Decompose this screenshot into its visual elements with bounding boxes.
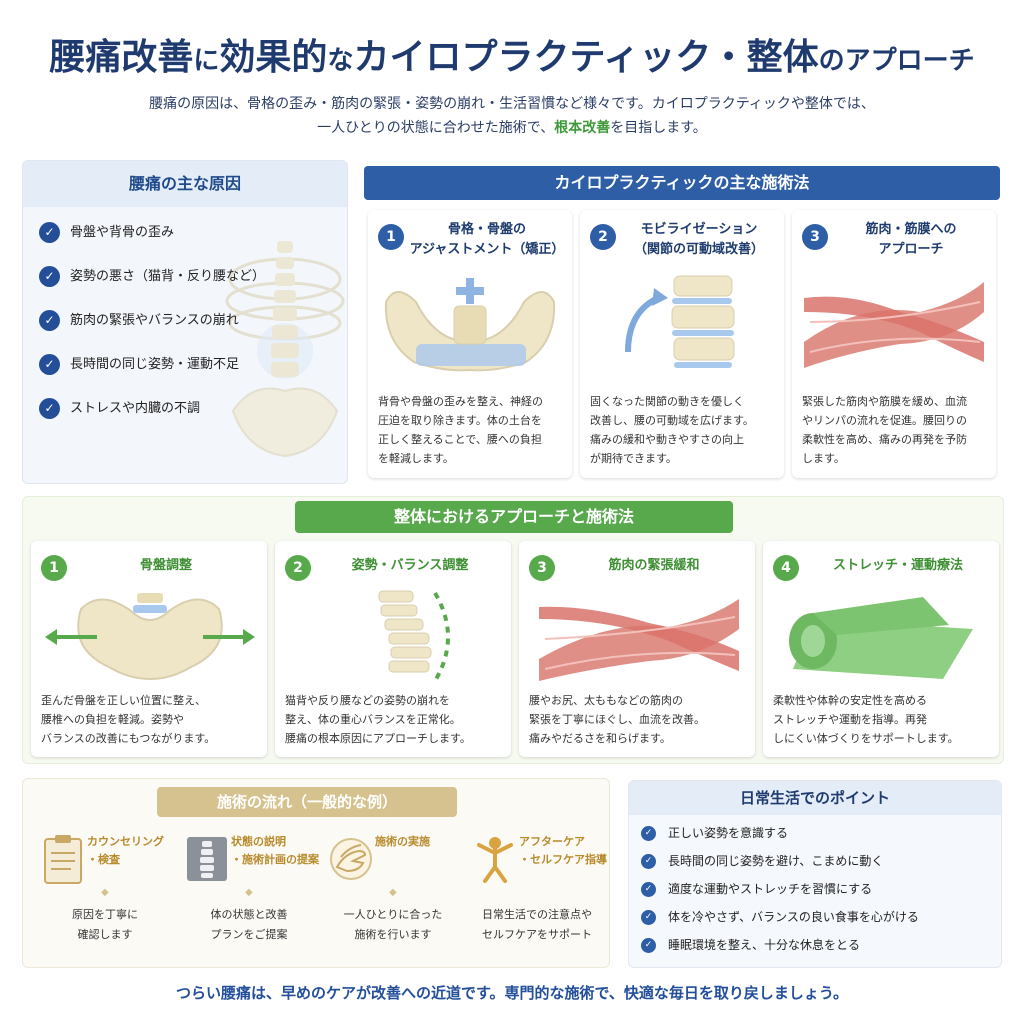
flow-step-description: 一人ひとりに合った施術を行います <box>343 908 443 941</box>
cause-item: ✓姿勢の悪さ（猫背・反り腰など） <box>39 265 265 289</box>
flow-step-treatment: 施術の実施 ◆ 一人ひとりに合った施術を行います <box>323 827 463 957</box>
hands-treatment-icon <box>330 838 372 880</box>
flow-step-description: 体の状態と改善プランをご提案 <box>210 908 288 941</box>
cause-item: ✓ストレスや内臓の不調 <box>39 397 200 421</box>
step-number-badge: 3 <box>802 224 828 250</box>
step-number-badge: 1 <box>41 555 67 581</box>
check-icon: ✓ <box>641 826 656 841</box>
flow-step-label: 状態の説明・施術計画の提案 <box>231 835 319 866</box>
card-title: 筋肉の緊張緩和 <box>608 558 700 573</box>
seitai-heading: 整体におけるアプローチと施術法 <box>295 501 733 533</box>
card-description: 柔軟性や体幹の安定性を高めるストレッチや運動を指導。再発しにくい体づくりをサポー… <box>773 694 959 745</box>
check-icon: ✓ <box>641 854 656 869</box>
footer-message: つらい腰痛は、早めのケアが改善への近道です。専門的な施術で、快適な毎日を取り戻し… <box>175 984 848 1002</box>
intro-highlight: 根本改善 <box>554 120 611 136</box>
flow-step-explanation: 状態の説明・施術計画の提案 ◆ 体の状態と改善プランをご提案 <box>179 827 319 957</box>
flow-step-counseling: カウンセリング・検査 ◆ 原因を丁寧に確認します <box>35 827 175 957</box>
card-description: 腰やお尻、太ももなどの筋肉の緊張を丁寧にほぐし、血流を改善。痛みやだるさを和らげ… <box>529 694 705 745</box>
card-description: 固くなった関節の動きを優しく改善し、腰の可動域を広げます。痛みの緩和や動きやすさ… <box>590 395 754 465</box>
step-number-badge: 4 <box>773 555 799 581</box>
step-number-badge: 2 <box>590 224 616 250</box>
treatment-flow-panel: 施術の流れ（一般的な例） カウンセリング・検査 ◆ 原因を丁寧に確認します 状態… <box>22 778 610 968</box>
step-number-badge: 1 <box>378 224 404 250</box>
card-title: モビライゼーション（関節の可動域改善） <box>633 222 764 257</box>
flow-step-label: アフターケア・セルフケア指導 <box>519 835 607 866</box>
intro-text: 腰痛の原因は、骨格の歪み・筋肉の緊張・姿勢の崩れ・生活習慣など様々です。カイロプ… <box>60 92 964 140</box>
card-description: 猫背や反り腰などの姿勢の崩れを整え、体の重心バランスを正常化。腰痛の根本原因にア… <box>285 694 471 745</box>
card-title: 筋肉・筋膜へのアプローチ <box>865 222 957 257</box>
cause-item: ✓長時間の同じ姿勢・運動不足 <box>39 353 239 377</box>
flow-step-description: 原因を丁寧に確認します <box>72 908 138 941</box>
muscle-fascia-illustration <box>804 282 984 368</box>
chiro-card-muscle: 3 筋肉・筋膜へのアプローチ 緊張した筋肉や筋膜を緩め、血流やリンパの流れを促進… <box>792 210 996 478</box>
causes-heading: 腰痛の主な原因 <box>23 161 347 207</box>
point-item: ✓長時間の同じ姿勢を避け、こまめに動く <box>641 851 883 871</box>
point-item: ✓適度な運動やストレッチを習慣にする <box>641 879 872 899</box>
spine-posture-illustration <box>378 590 450 683</box>
step-number-badge: 2 <box>285 555 311 581</box>
intro-line-1: 腰痛の原因は、骨格の歪み・筋肉の緊張・姿勢の崩れ・生活習慣など様々です。カイロプ… <box>149 96 875 112</box>
point-item: ✓正しい姿勢を意識する <box>641 823 788 843</box>
card-title: 骨盤調整 <box>139 558 192 573</box>
pelvis-adjustment-illustration <box>384 278 556 372</box>
check-icon: ✓ <box>39 398 60 419</box>
flow-step-aftercare: アフターケア・セルフケア指導 日常生活での注意点やセルフケアをサポート <box>467 827 607 957</box>
seitai-panel: 整体におけるアプローチと施術法 1 骨盤調整 歪んだ骨盤を正しい位置に整え、腰椎… <box>22 496 1004 764</box>
flow-heading: 施術の流れ（一般的な例） <box>157 787 457 817</box>
flow-connector-dot: ◆ <box>101 887 109 898</box>
pelvis-illustration <box>45 593 255 681</box>
clipboard-icon <box>44 835 82 884</box>
flow-step-description: 日常生活での注意点やセルフケアをサポート <box>482 908 592 941</box>
seitai-card-stretch: 4 ストレッチ・運動療法 柔軟性や体幹の安定性を高めるストレッチや運動を指導。再… <box>763 541 999 757</box>
chiropractic-panel: カイロプラクティックの主な施術法 1 骨格・骨盤のアジャストメント（矯正） 背骨… <box>362 164 1002 482</box>
card-description: 背骨や骨盤の歪みを整え、神経の圧迫を取り除きます。体の土台を正しく整えることで、… <box>378 395 543 465</box>
check-icon: ✓ <box>641 910 656 925</box>
muscle-relaxation-illustration <box>539 599 739 681</box>
check-icon: ✓ <box>641 882 656 897</box>
chiropractic-heading: カイロプラクティックの主な施術法 <box>364 166 1000 200</box>
seitai-card-posture: 2 姿勢・バランス調整 猫背や反り腰などの姿勢の崩れを整え、体の重心バランスを正… <box>275 541 511 757</box>
cause-item: ✓筋肉の緊張やバランスの崩れ <box>39 309 239 333</box>
daily-points-panel: 日常生活でのポイント ✓正しい姿勢を意識する ✓長時間の同じ姿勢を避け、こまめに… <box>628 780 1002 968</box>
check-icon: ✓ <box>39 222 60 243</box>
card-title: 姿勢・バランス調整 <box>351 558 469 573</box>
causes-panel: 腰痛の主な原因 ✓骨盤や背骨の歪み ✓姿勢の悪さ（猫背・反り腰など） ✓筋肉の緊… <box>22 160 348 484</box>
chiro-card-adjustment: 1 骨格・骨盤のアジャストメント（矯正） 背骨や骨盤の歪みを整え、神経の圧迫を取… <box>368 210 572 478</box>
check-icon: ✓ <box>39 354 60 375</box>
seitai-card-pelvis: 1 骨盤調整 歪んだ骨盤を正しい位置に整え、腰椎への負担を軽減。姿勢やバランスの… <box>31 541 267 757</box>
flow-connector-dot: ◆ <box>245 887 253 898</box>
exercise-mat-illustration <box>789 597 973 679</box>
card-description: 歪んだ骨盤を正しい位置に整え、腰椎への負担を軽減。姿勢やバランスの改善にもつなが… <box>41 694 216 745</box>
seitai-card-muscle: 3 筋肉の緊張緩和 腰やお尻、太ももなどの筋肉の緊張を丁寧にほぐし、血流を改善。… <box>519 541 755 757</box>
step-number-badge: 3 <box>529 555 555 581</box>
point-item: ✓睡眠環境を整え、十分な休息をとる <box>641 935 860 955</box>
stretching-person-icon <box>477 837 513 883</box>
cause-item: ✓骨盤や背骨の歪み <box>39 221 174 245</box>
check-icon: ✓ <box>641 938 656 953</box>
point-item: ✓体を冷やさず、バランスの良い食事を心がける <box>641 907 919 927</box>
flow-step-label: 施術の実施 <box>375 835 430 848</box>
spine-illustration <box>225 241 345 458</box>
flow-step-label: カウンセリング・検査 <box>87 835 164 866</box>
chiro-card-mobilization: 2 モビライゼーション（関節の可動域改善） 固くなった関節の動きを優しく改善し、… <box>580 210 784 478</box>
points-heading: 日常生活でのポイント <box>629 781 1001 815</box>
card-description: 緊張した筋肉や筋膜を緩め、血流やリンパの流れを促進。腰回りの柔軟性を高め、痛みの… <box>802 395 967 465</box>
flow-connector-dot: ◆ <box>389 887 397 898</box>
page-title: 腰痛改善に効果的なカイロプラクティック・整体のアプローチ <box>49 36 975 78</box>
check-icon: ✓ <box>39 266 60 287</box>
card-title: ストレッチ・運動療法 <box>832 558 963 573</box>
check-icon: ✓ <box>39 310 60 331</box>
card-title: 骨格・骨盤のアジャストメント（矯正） <box>409 222 565 257</box>
intro-line-2: 一人ひとりの状態に合わせた施術で、根本改善を目指します。 <box>317 120 707 136</box>
xray-spine-icon <box>187 837 227 881</box>
spine-mobilization-illustration <box>625 275 735 368</box>
